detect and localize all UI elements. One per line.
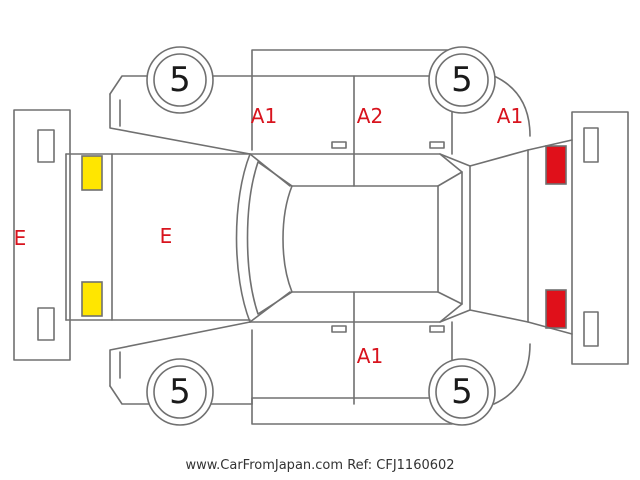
wheel-score: 5 (169, 60, 191, 100)
front-light-right (81, 281, 103, 317)
damage-code-rear-door-left: A2 (357, 104, 383, 128)
front-light-left (81, 155, 103, 191)
damage-code-front-bumper: E (14, 226, 27, 250)
footer-reference: www.CarFromJapan.com Ref: CFJ1160602 (0, 458, 640, 473)
wheel-front-right: 5 (146, 358, 214, 426)
rear-light-left (545, 145, 567, 185)
front-bumper (13, 109, 71, 361)
car-body-top-view (65, 139, 573, 335)
damage-code-door-right: A1 (357, 344, 383, 368)
rear-light-right (545, 289, 567, 329)
wheel-score: 5 (451, 372, 473, 412)
damage-code-front-door-left: A1 (251, 104, 277, 128)
wheel-score: 5 (169, 372, 191, 412)
wheel-front-left: 5 (146, 46, 214, 114)
footer-site: www.CarFromJapan.com (185, 458, 344, 473)
wheel-rear-left: 5 (428, 46, 496, 114)
wheel-score: 5 (451, 60, 473, 100)
footer-ref: Ref: CFJ1160602 (347, 458, 455, 473)
damage-code-hood: E (160, 224, 173, 248)
wheel-rear-right: 5 (428, 358, 496, 426)
right-side-view (109, 291, 531, 425)
damage-code-rear-quarter-left: A1 (497, 104, 523, 128)
rear-bumper (571, 111, 629, 365)
